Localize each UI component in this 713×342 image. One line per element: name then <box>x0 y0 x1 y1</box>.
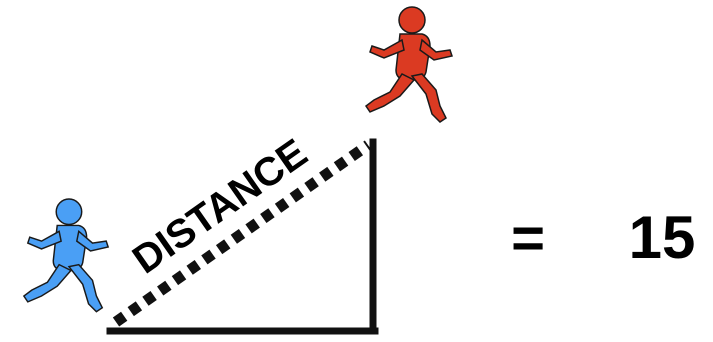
red-runner-icon <box>365 6 453 123</box>
blue-runner-icon <box>23 198 109 313</box>
distance-dotted-line <box>112 140 372 327</box>
result-value: 15 <box>629 204 696 271</box>
equals-sign: = <box>511 206 545 271</box>
